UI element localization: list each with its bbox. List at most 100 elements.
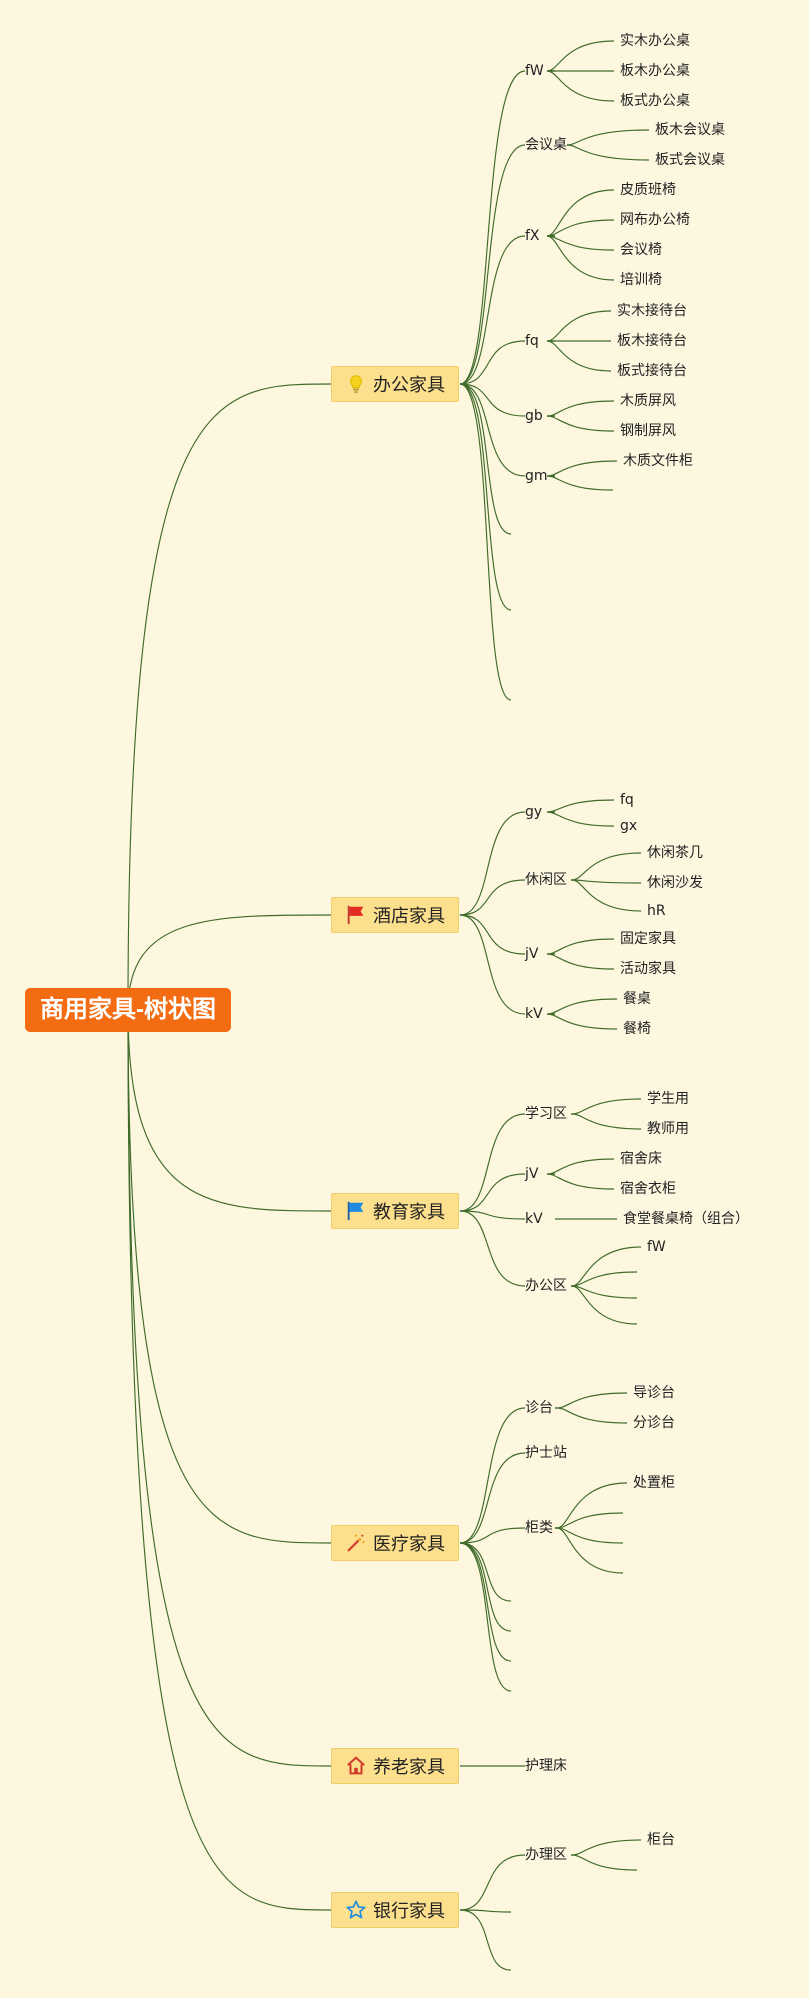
leaf-1-1-0[interactable]: 休闲茶几 [647,845,703,861]
edge-0-1-to-0 [566,129,650,146]
edge-1-3-to-1 [546,1013,618,1030]
leaf-2-3-0[interactable]: fW [647,1239,666,1255]
node-1-2[interactable]: jV [525,946,539,962]
edge-root-to-branch-2 [127,1009,332,1212]
edge-branch-3-to-child-2 [459,1527,526,1544]
edge-0-0-to-2 [546,70,615,102]
edge-2-0-to-0 [571,1098,642,1115]
leaf-0-2-3[interactable]: 培训椅 [620,272,662,288]
leaf-1-1-2[interactable]: hR [647,903,666,919]
leaf-0-3-2[interactable]: 板式接待台 [617,363,687,379]
edge-3-0-to-0 [555,1392,628,1409]
edge-2-3-to-3 [571,1285,638,1325]
leaf-0-3-0[interactable]: 实木接待台 [617,303,687,319]
leaf-0-3-1[interactable]: 板木接待台 [617,333,687,349]
leaf-5-0-0[interactable]: 柜台 [647,1832,675,1848]
flag-red-icon [345,904,367,926]
leaf-2-0-0[interactable]: 学生用 [647,1091,689,1107]
edge-0-2-to-1 [546,219,615,237]
node-0-0[interactable]: fW [525,63,544,79]
node-0-4[interactable]: gb [525,408,543,424]
node-0-3[interactable]: fq [525,333,539,349]
leaf-1-3-0[interactable]: 餐桌 [623,991,651,1007]
node-0-5[interactable]: gm [525,468,548,484]
leaf-3-0-0[interactable]: 导诊台 [633,1385,675,1401]
edge-1-0-to-1 [546,811,615,827]
node-2-2[interactable]: kV [525,1211,543,1227]
leaf-1-1-1[interactable]: 休闲沙发 [647,875,703,891]
node-1-0[interactable]: gy [525,804,543,820]
branch-node-2[interactable]: 教育家具 [331,1193,459,1229]
edge-0-4-to-0 [546,400,615,417]
leaf-0-1-1[interactable]: 板式会议桌 [655,152,725,168]
leaf-1-3-1[interactable]: 餐椅 [623,1021,651,1037]
edge-0-2-to-0 [546,189,615,237]
leaf-0-1-0[interactable]: 板木会议桌 [655,122,725,138]
edge-branch-3-to-child-6 [459,1542,512,1692]
leaf-2-0-1[interactable]: 教师用 [647,1121,689,1137]
house-icon [345,1755,367,1777]
leaf-0-4-1[interactable]: 钢制屏风 [620,423,676,439]
leaf-3-2-0[interactable]: 处置柜 [633,1475,675,1491]
branch-label: 银行家具 [373,1901,445,1922]
node-3-0[interactable]: 诊台 [525,1400,553,1416]
node-1-3[interactable]: kV [525,1006,543,1022]
node-3-1[interactable]: 护士站 [525,1445,567,1461]
edge-branch-2-to-child-1 [459,1173,526,1212]
leaf-0-0-0[interactable]: 实木办公桌 [620,33,690,49]
edge-1-1-to-0 [571,852,642,881]
leaf-1-2-0[interactable]: 固定家具 [620,931,676,947]
leaf-2-2-0[interactable]: 食堂餐桌椅（组合） [623,1211,749,1227]
edge-branch-3-to-child-0 [459,1407,526,1544]
node-4-0[interactable]: 护理床 [525,1758,567,1774]
edge-3-2-to-1 [555,1512,624,1529]
leaf-0-4-0[interactable]: 木质屏风 [620,393,676,409]
edge-branch-5-to-child-1 [459,1909,512,1913]
leaf-2-1-1[interactable]: 宿舍衣柜 [620,1181,676,1197]
edge-branch-5-to-child-0 [459,1854,526,1911]
node-2-0[interactable]: 学习区 [525,1106,567,1122]
leaf-0-2-0[interactable]: 皮质班椅 [620,182,676,198]
edge-2-1-to-0 [546,1158,615,1175]
branch-node-4[interactable]: 养老家具 [331,1748,459,1784]
leaf-1-2-1[interactable]: 活动家具 [620,961,676,977]
root-node[interactable]: 商用家具-树状图 [25,988,231,1032]
leaf-0-5-0[interactable]: 木质文件柜 [623,453,693,469]
edge-root-to-branch-0 [127,383,332,1011]
edge-1-2-to-1 [546,953,615,970]
branch-node-0[interactable]: 办公家具 [331,366,459,402]
node-1-1[interactable]: 休闲区 [525,872,567,888]
edge-branch-3-to-child-4 [459,1542,512,1632]
branch-label: 办公家具 [373,375,445,396]
edge-0-3-to-0 [546,310,612,342]
edge-branch-1-to-child-2 [459,914,526,955]
edge-3-2-to-2 [555,1527,624,1544]
leaf-0-2-1[interactable]: 网布办公椅 [620,212,690,228]
leaf-1-0-0[interactable]: fq [620,792,634,808]
node-5-0[interactable]: 办理区 [525,1847,567,1863]
node-3-2[interactable]: 柜类 [525,1520,553,1536]
flag-blue-icon [345,1200,367,1222]
branch-node-5[interactable]: 银行家具 [331,1892,459,1928]
edge-1-1-to-1 [571,879,642,884]
edge-branch-0-to-child-7 [459,383,512,611]
branch-node-1[interactable]: 酒店家具 [331,897,459,933]
node-0-1[interactable]: 会议桌 [525,137,567,153]
branch-label: 医疗家具 [373,1534,445,1555]
node-2-1[interactable]: jV [525,1166,539,1182]
node-0-2[interactable]: fX [525,228,540,244]
leaf-0-2-2[interactable]: 会议椅 [620,242,662,258]
leaf-0-0-1[interactable]: 板木办公桌 [620,63,690,79]
leaf-1-0-1[interactable]: gx [620,818,638,834]
leaf-2-1-0[interactable]: 宿舍床 [620,1151,662,1167]
leaf-3-0-1[interactable]: 分诊台 [633,1415,675,1431]
branch-label: 教育家具 [373,1202,445,1223]
edge-branch-0-to-child-2 [459,235,526,385]
node-2-3[interactable]: 办公区 [525,1278,567,1294]
edge-5-0-to-1 [571,1854,638,1871]
edge-1-2-to-0 [546,938,615,955]
edge-branch-1-to-child-1 [459,879,526,916]
leaf-0-0-2[interactable]: 板式办公桌 [620,93,690,109]
branch-node-3[interactable]: 医疗家具 [331,1525,459,1561]
